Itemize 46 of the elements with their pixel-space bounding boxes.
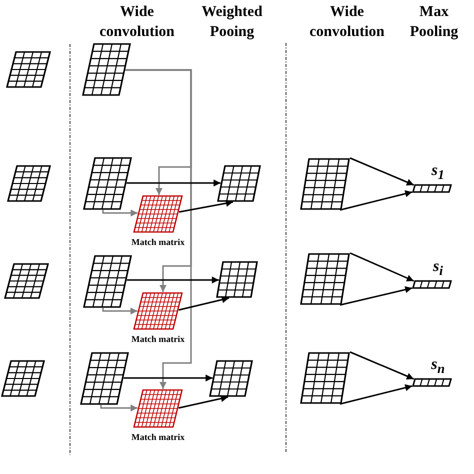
pooled-vector [412,378,452,387]
pooled-feature-map [217,165,261,202]
match-matrix [133,292,183,330]
column-header: Weighted Pooing [200,3,264,42]
input-feature-map [7,165,51,202]
matrix-caption: Match matrix [131,334,185,344]
arrow [350,157,414,186]
arrow [178,200,234,213]
feature-map [83,255,132,308]
arrow [350,252,414,282]
arrow [340,190,412,211]
arrow [102,210,138,216]
arrow [126,180,221,186]
vector-label: s$_{i}$ [433,258,443,280]
feature-map [300,158,350,210]
matrix-caption: Match matrix [131,237,185,247]
column-header: Max Pooling [408,3,460,42]
arrow [340,384,412,405]
arrow [178,296,230,311]
column-header: Wide convolution [98,3,176,42]
arrow [124,374,213,382]
input-feature-map [1,360,45,397]
column-header: Wide convolution [308,3,386,42]
pooled-vector [412,184,452,193]
feature-map [80,352,129,405]
feature-map [82,43,131,96]
arrow [126,276,219,284]
feature-map [300,352,350,404]
arrow [350,351,414,380]
feature-map [83,157,132,210]
matrix-caption: Match matrix [131,432,185,442]
vector-label: s$_{1}$ [432,162,444,184]
arrow [178,395,228,409]
arrow [125,69,192,389]
vector-label: s$_{n}$ [431,356,445,378]
match-matrix [133,389,183,428]
match-matrix [133,195,183,233]
pooled-feature-map [216,261,258,298]
arrow [340,286,412,306]
input-feature-map [4,263,49,299]
feature-map [300,253,350,305]
pooled-vector [412,280,452,289]
input-feature-map [6,51,51,88]
pooled-feature-map [209,360,253,397]
arrow [100,404,138,412]
arrow [102,308,138,314]
